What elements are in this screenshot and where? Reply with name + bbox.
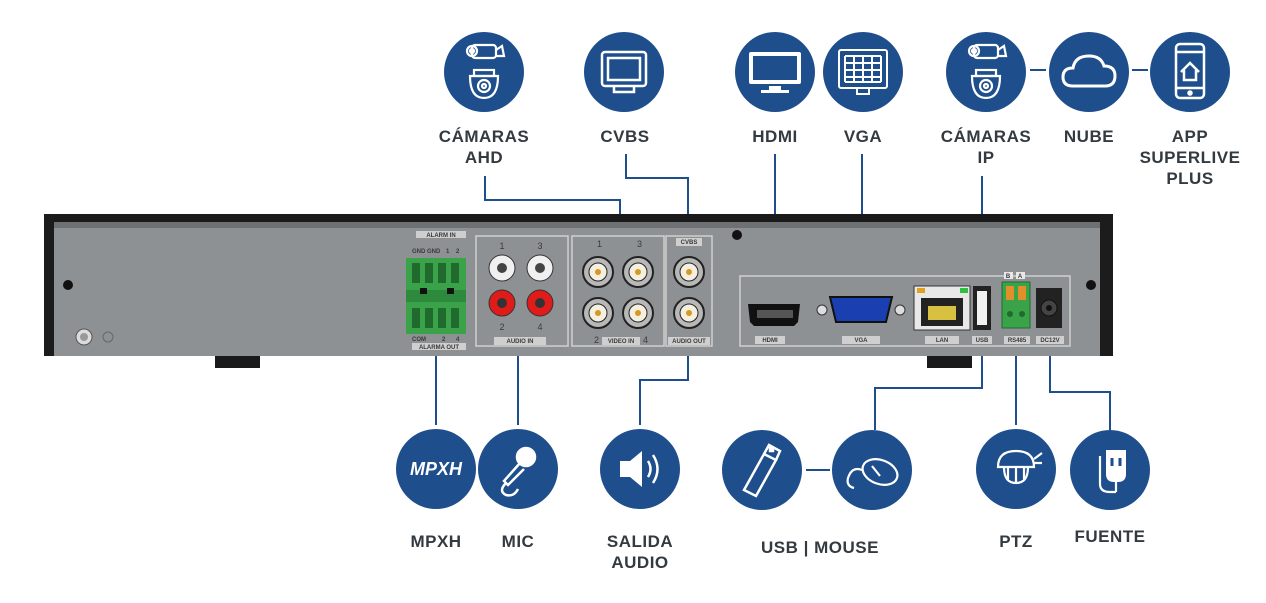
- line-usb-mouse: [874, 345, 983, 430]
- label-ptz-line1: PTZ: [999, 532, 1033, 551]
- smartphone-icon: [1150, 32, 1230, 112]
- usb-drive-icon: [722, 430, 802, 510]
- label-usb-mouse: USB | MOUSE: [740, 537, 900, 558]
- ptz-camera-icon: [976, 429, 1056, 509]
- mpxh-logo-icon: MPXH: [396, 429, 476, 509]
- label-cvbs-line1: CVBS: [600, 127, 650, 146]
- power-adapter-icon: [1070, 430, 1150, 510]
- microphone-icon: [478, 429, 558, 509]
- video-in-label: VIDEO IN: [608, 339, 634, 345]
- label-hdmi-line1: HDMI: [752, 127, 798, 146]
- label-camaras-ip-line1: CÁMARAS: [940, 127, 1032, 146]
- cvbs-audio-out-block: CVBS AUDIO OUT: [665, 235, 713, 347]
- bnc-video-1: [582, 256, 614, 288]
- alarm-in-label: ALARM IN: [426, 233, 455, 239]
- ip-camera-icon: [946, 32, 1026, 112]
- cctv-camera-icon: [444, 32, 524, 112]
- label-fuente: FUENTE: [1060, 526, 1160, 547]
- bnc-video-4: [622, 297, 654, 329]
- cvbs-port-label: CVBS: [681, 240, 698, 246]
- audio-out-port-label: AUDIO OUT: [672, 339, 706, 345]
- label-mic-line1: MIC: [501, 532, 535, 551]
- usb-port-label: USB: [976, 338, 989, 344]
- label-nube-line1: NUBE: [1063, 127, 1115, 146]
- label-hdmi: HDMI: [725, 126, 825, 147]
- alarma-out-pin-4: 4: [456, 337, 460, 343]
- video-in-block: 1 3 2 VIDEO IN 4: [571, 235, 665, 347]
- label-app-line1: APP: [1171, 127, 1209, 146]
- label-fuente-line1: FUENTE: [1074, 527, 1146, 546]
- label-mpxh: MPXH: [386, 531, 486, 552]
- mouse-icon: [832, 430, 912, 510]
- rs485-pin-b: B: [1006, 274, 1011, 280]
- dc12v-port-label: DC12V: [1040, 338, 1059, 344]
- label-vga: VGA: [813, 126, 913, 147]
- label-app-line2: SUPERLIVE: [1139, 148, 1241, 167]
- label-usb-mouse-line1: USB | MOUSE: [761, 538, 879, 557]
- audio-in-label: AUDIO IN: [507, 339, 534, 345]
- label-vga-line1: VGA: [843, 127, 883, 146]
- video-in-number-4: 4: [643, 335, 648, 345]
- audio-in-number-3: 3: [537, 241, 542, 251]
- label-app: APP SUPERLIVE PLUS: [1130, 126, 1250, 189]
- alarma-out-pin-1: COM: [412, 337, 426, 343]
- digital-ports-block: HDMI VGA LAN USB B A: [739, 272, 1071, 347]
- alarm-in-pin-4: 2: [456, 249, 460, 255]
- label-camaras-ip-line2: IP: [977, 148, 995, 167]
- label-camaras-ahd: CÁMARAS AHD: [414, 126, 554, 168]
- alarm-in-pin-3: 1: [446, 249, 450, 255]
- video-in-number-2: 2: [594, 335, 599, 345]
- alarma-out-label: ALARMA OUT: [419, 345, 459, 351]
- label-app-line3: PLUS: [1166, 169, 1214, 188]
- video-in-number-3: 3: [637, 239, 642, 249]
- audio-in-number-2: 2: [499, 322, 504, 332]
- label-mic: MIC: [468, 531, 568, 552]
- video-in-number-1: 1: [597, 239, 602, 249]
- label-ptz: PTZ: [966, 531, 1066, 552]
- alarm-in-pin-1: GND: [412, 249, 426, 255]
- alarma-out-pin-3: 2: [442, 337, 446, 343]
- label-mpxh-line1: MPXH: [410, 532, 462, 551]
- bnc-audio-out: [673, 297, 705, 329]
- bnc-video-2: [582, 297, 614, 329]
- audio-in-number-1: 1: [499, 241, 504, 251]
- rs485-pin-a: A: [1018, 274, 1023, 280]
- vga-port-label: VGA: [854, 338, 868, 344]
- line-fuente: [1049, 345, 1111, 430]
- alarm-terminal-block: ALARM IN GND GND 1 2 COM 2 4 ALARMA OUT: [406, 231, 466, 351]
- flat-monitor-icon: [735, 32, 815, 112]
- line-cvbs: [625, 154, 689, 238]
- alarm-in-pin-2: GND: [427, 249, 441, 255]
- cloud-icon: [1049, 32, 1129, 112]
- mpxh-logo-text: MPXH: [410, 459, 463, 479]
- rs485-port-label: RS485: [1008, 338, 1027, 344]
- audio-in-block: 1 3 2 4 AUDIO IN: [475, 235, 569, 347]
- hdmi-port-label: HDMI: [762, 338, 778, 344]
- label-salida-audio: SALIDA AUDIO: [590, 531, 690, 573]
- audio-in-number-4: 4: [537, 322, 542, 332]
- label-camaras-ahd-line2: AHD: [464, 148, 504, 167]
- grid-monitor-icon: [823, 32, 903, 112]
- lan-port-label: LAN: [936, 338, 948, 344]
- label-nube: NUBE: [1039, 126, 1139, 147]
- label-cvbs: CVBS: [575, 126, 675, 147]
- line-salida-audio: [639, 345, 689, 425]
- label-salida-audio-line1: SALIDA: [606, 532, 674, 551]
- crt-monitor-icon: [584, 32, 664, 112]
- bnc-video-3: [622, 256, 654, 288]
- label-camaras-ahd-line1: CÁMARAS: [438, 127, 530, 146]
- speaker-icon: [600, 429, 680, 509]
- label-salida-audio-line2: AUDIO: [611, 553, 669, 572]
- label-camaras-ip: CÁMARAS IP: [916, 126, 1056, 168]
- bnc-cvbs: [673, 256, 705, 288]
